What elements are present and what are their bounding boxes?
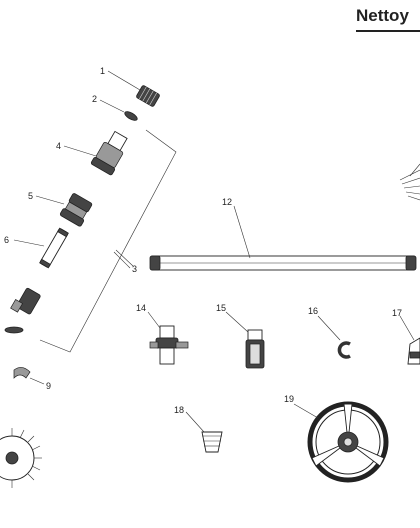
assembly-bracket [39, 129, 177, 353]
label-part-2: 2 [92, 94, 97, 104]
label-part-12: 12 [222, 197, 232, 207]
part-1-cap: 1 [100, 66, 160, 107]
part-15-adapter: 15 [216, 303, 265, 369]
part-6-tube: 6 [4, 227, 69, 269]
label-part-17: 17 [392, 308, 402, 318]
part-5-swivel: 5 [28, 191, 93, 227]
part-12-pole: 12 [149, 197, 417, 271]
part-19-wheel: 19 [284, 394, 389, 483]
part-brush-partial [399, 163, 420, 201]
part-valve-partial [4, 287, 41, 334]
part-14-valve: 14 [136, 303, 189, 365]
label-part-15: 15 [216, 303, 226, 313]
part-4-connector: 4 [56, 130, 128, 176]
label-part-1: 1 [100, 66, 105, 76]
label-part-3: 3 [132, 264, 137, 274]
part-18-cone: 18 [174, 405, 223, 453]
label-part-14: 14 [136, 303, 146, 313]
label-part-4: 4 [56, 141, 61, 151]
part-wheel-partial [0, 428, 42, 488]
label-part-6: 6 [4, 235, 9, 245]
page-title: Nettoy [356, 6, 409, 25]
label-part-5: 5 [28, 191, 33, 201]
part-2-o-ring: 2 [92, 94, 138, 121]
label-part-9: 9 [46, 381, 51, 391]
label-part-19: 19 [284, 394, 294, 404]
label-part-18: 18 [174, 405, 184, 415]
part-16-c-clip: 16 [308, 306, 351, 359]
part-17-fitting: 17 [392, 308, 420, 365]
label-part-16: 16 [308, 306, 318, 316]
part-9-clip: 9 [13, 367, 51, 391]
title-underline [356, 30, 420, 32]
